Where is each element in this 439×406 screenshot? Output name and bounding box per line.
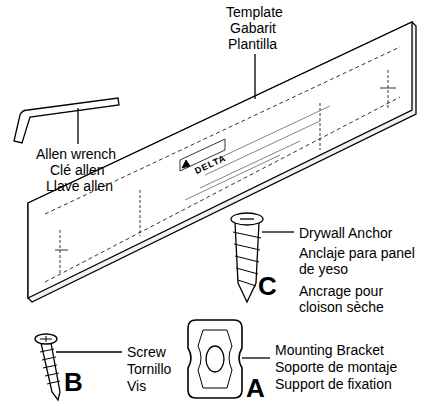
leader-line bbox=[242, 357, 270, 358]
leader-line bbox=[262, 231, 294, 232]
leader-line bbox=[56, 351, 122, 352]
mounting-bracket bbox=[188, 320, 242, 398]
screw bbox=[35, 334, 60, 400]
part-name: Drywall Anchor bbox=[299, 225, 392, 241]
part-name: Gabarit bbox=[230, 20, 276, 36]
part-name: Allen wrench bbox=[36, 146, 116, 162]
callout-letter: B bbox=[64, 368, 83, 396]
part-name: Support de fixation bbox=[275, 376, 392, 392]
leader-line bbox=[254, 54, 255, 99]
part-name: Plantilla bbox=[228, 36, 277, 52]
part-name: Screw bbox=[127, 344, 166, 360]
leader-line bbox=[77, 108, 78, 144]
part-name: Template bbox=[226, 4, 283, 20]
part-name: Mounting Bracket bbox=[275, 342, 384, 358]
part-name: Anclaje para panel de yeso bbox=[299, 245, 417, 277]
part-name: Soporte de montaje bbox=[275, 359, 397, 375]
part-name: Ancrage pour cloison sèche bbox=[299, 283, 409, 315]
part-name: Vis bbox=[127, 378, 146, 394]
callout-letter: A bbox=[246, 374, 265, 402]
template-edge bbox=[28, 22, 416, 302]
part-name: Tornillo bbox=[127, 361, 171, 377]
callout-letter: C bbox=[258, 272, 277, 300]
part-name: Clé allen bbox=[50, 162, 104, 178]
allen-wrench bbox=[14, 98, 119, 143]
part-name: Llave allen bbox=[46, 178, 113, 194]
